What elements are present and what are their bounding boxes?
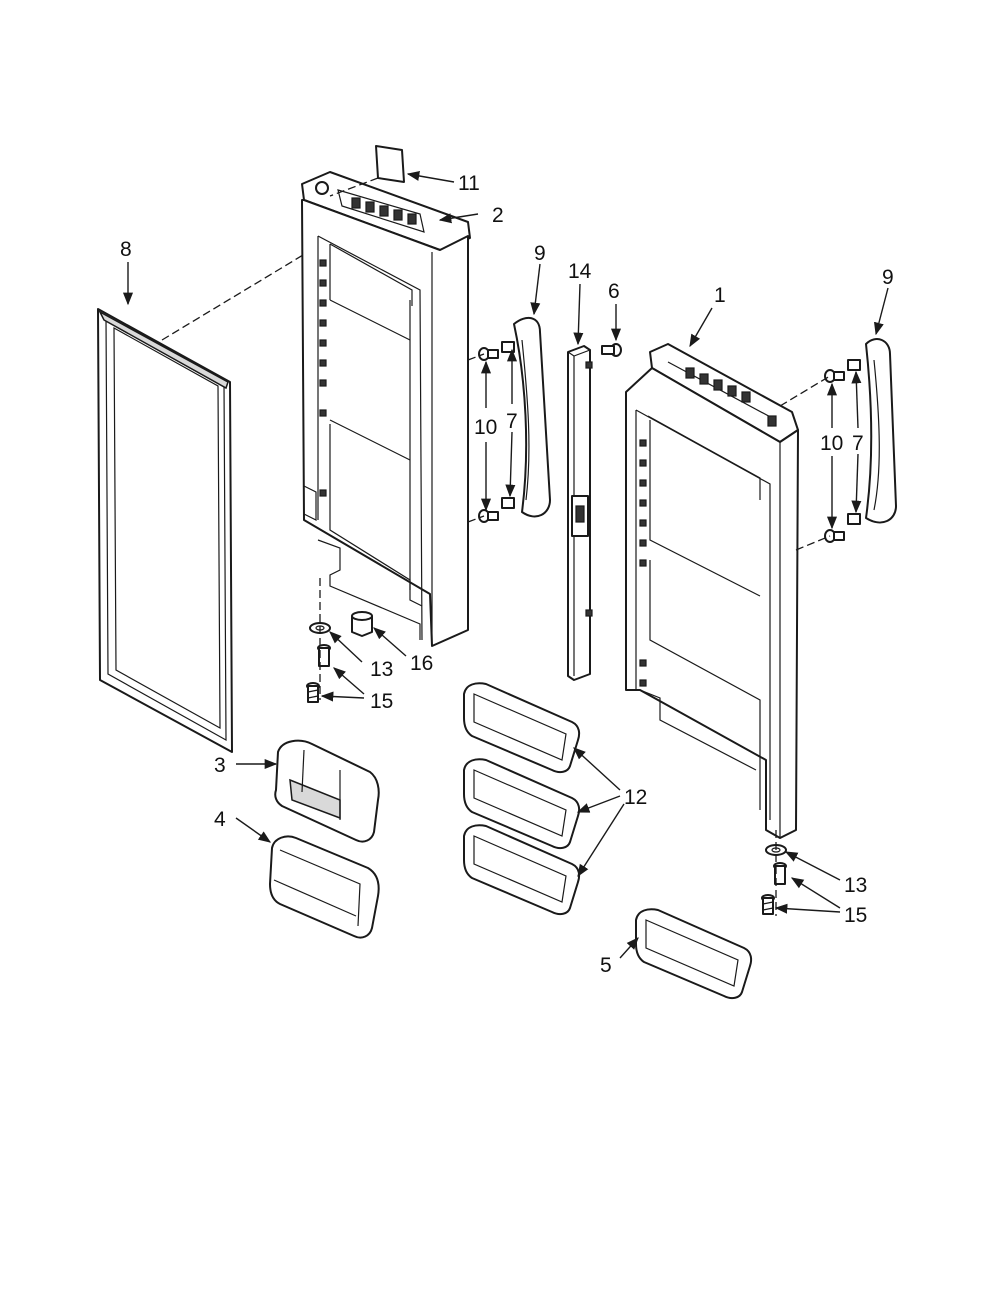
left-handle-dash-top [467,353,485,361]
right-handle-screw-bottom [824,529,845,543]
left-handle-screw-top [478,347,499,361]
callout-4: 4 [214,808,226,831]
callout-5: 5 [600,954,612,977]
callout-3: 3 [214,754,226,777]
callout-9-right: 9 [882,266,894,289]
callout-9-left: 9 [534,242,546,265]
door-stop-part [351,611,373,637]
dairy-door-part [274,739,380,843]
callout-15-right: 15 [844,904,867,927]
left-handle-screw-bottom [478,509,499,523]
callout-12: 12 [624,786,647,809]
callout-7-right: 7 [852,432,864,455]
callout-13-left: 13 [370,658,393,681]
callout-7-left: 7 [506,410,518,433]
mullion-screw-part [601,343,622,357]
door-bin-3-part [463,824,581,916]
left-hinge-pin-part [317,644,331,667]
callout-15-left: 15 [370,690,393,713]
door-bin-1-part [463,682,581,774]
callout-14: 14 [568,260,592,283]
label-part [375,145,405,183]
left-handle-spacer-bottom [501,497,515,509]
right-screw-part [761,894,775,915]
dairy-bin-part [269,835,380,939]
callout-1: 1 [714,284,726,307]
callout-13-right: 13 [844,874,867,897]
callout-6: 6 [608,280,620,303]
leader-lines [122,170,889,959]
door-bin-5-part [635,908,753,1000]
callout-2: 2 [492,204,504,227]
label-alignment-line [329,177,379,197]
callout-10-left: 10 [474,416,497,439]
left-handle-part [513,316,551,518]
left-door-part [301,171,471,647]
callout-16: 16 [410,652,433,675]
callout-10-right: 10 [820,432,843,455]
right-handle-spacer-top [847,359,861,371]
left-screw-part [306,682,320,703]
right-handle-screw-top [824,369,845,383]
right-handle-dash-top [779,375,831,407]
callout-11: 11 [458,172,480,195]
mullion-part [567,345,593,681]
right-handle-spacer-bottom [847,513,861,525]
right-handle-dash-bottom [795,535,831,551]
door-gasket-part [97,308,233,753]
right-hinge-pin-part [773,862,787,885]
right-door-part [625,343,799,839]
right-handle-part [865,338,897,524]
gasket-alignment-line [161,245,319,341]
left-handle-dash-bottom [467,515,485,523]
door-bin-2-part [463,758,581,850]
callout-8: 8 [120,238,132,261]
